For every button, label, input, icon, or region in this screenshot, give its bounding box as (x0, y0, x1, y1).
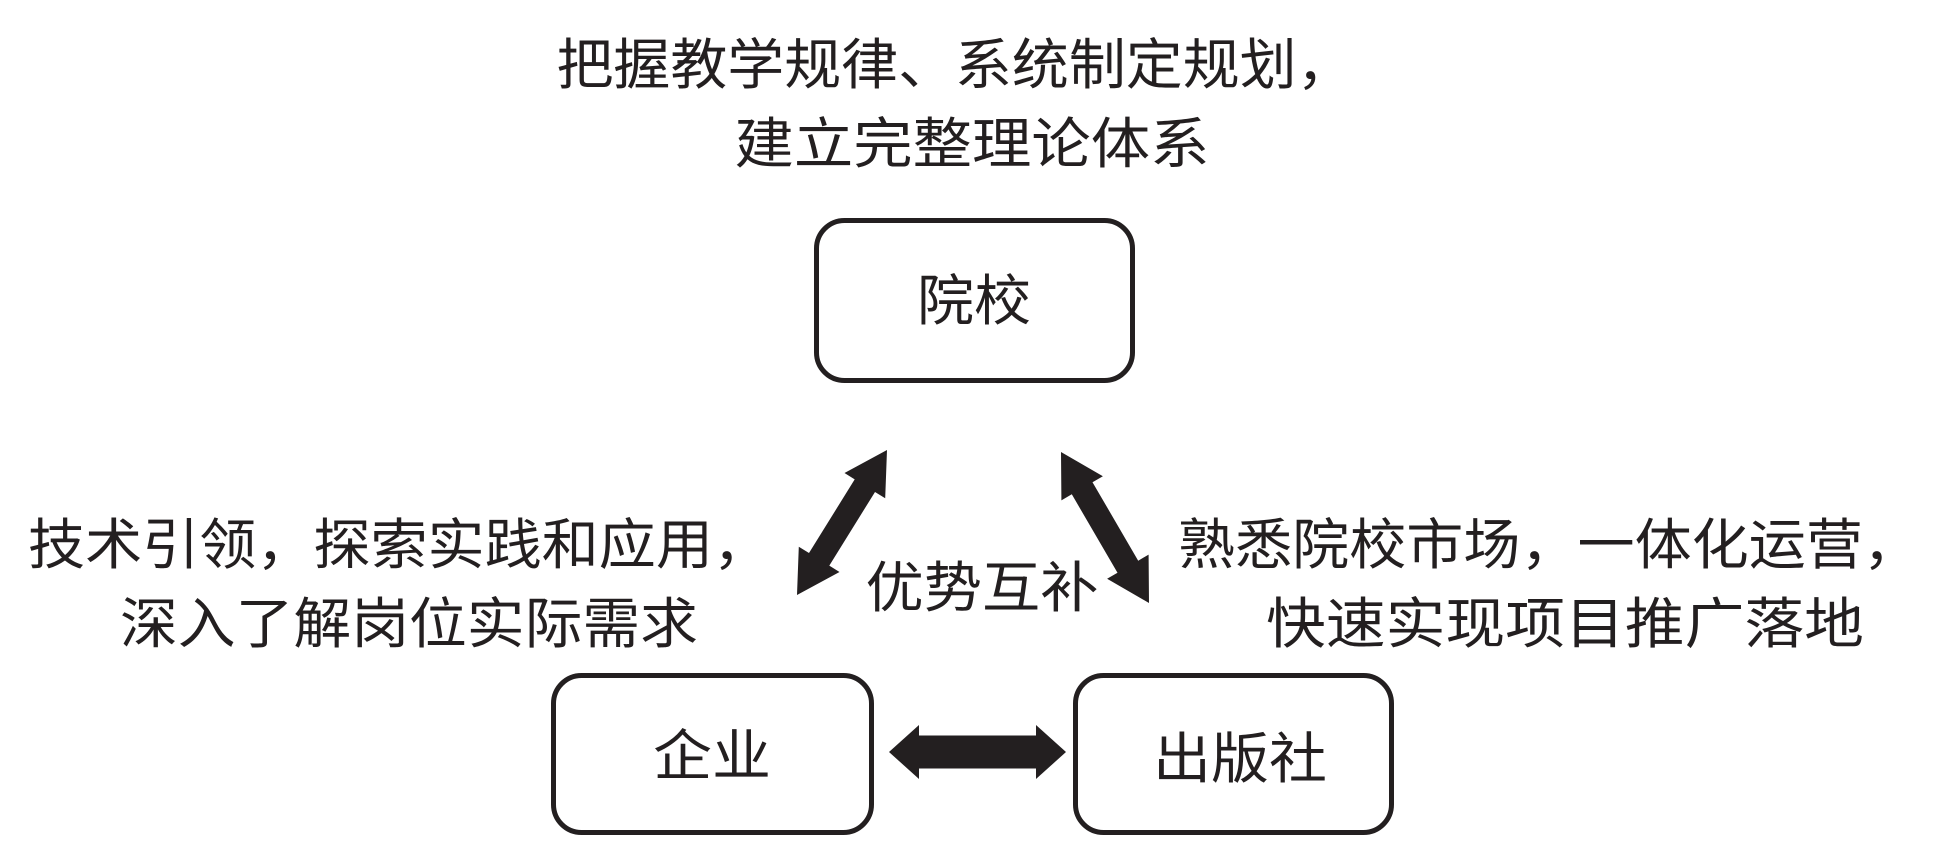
node-enterprise-box (551, 673, 874, 835)
enterprise-annotation: 技术引领，探索实践和应用， 深入了解岗位实际需求 (28, 513, 770, 656)
double-arrow-college-publisher-icon (1061, 452, 1149, 603)
node-college-label: 院校 (917, 269, 1031, 333)
college-annotation: 把握教学规律、系统制定规划， 建立完整理论体系 (557, 33, 1354, 176)
node-publisher-label: 出版社 (1153, 727, 1327, 791)
publisher-annotation: 熟悉院校市场，一体化运营， 快速实现项目推广落地 (1178, 513, 1920, 656)
center-label: 优势互补 (866, 556, 1099, 620)
enterprise-annotation-line-2: 深入了解岗位实际需求 (120, 592, 698, 656)
publisher-annotation-line-1: 熟悉院校市场，一体化运营， (1178, 513, 1920, 577)
double-arrow-enterprise-publisher-icon (889, 725, 1066, 779)
college-annotation-line-2: 建立完整理论体系 (735, 112, 1210, 176)
publisher-annotation-line-2: 快速实现项目推广落地 (1266, 592, 1864, 656)
node-college: 院校 (814, 218, 1135, 383)
node-publisher: 出版社 (1073, 673, 1394, 835)
node-enterprise-label: 企业 (653, 724, 771, 788)
college-annotation-line-1: 把握教学规律、系统制定规划， (557, 33, 1354, 97)
enterprise-annotation-line-1: 技术引领，探索实践和应用， (28, 513, 770, 577)
node-publisher-box (1073, 673, 1394, 835)
double-arrow-college-enterprise-icon (797, 450, 887, 595)
node-enterprise: 企业 (551, 673, 874, 835)
node-college-box (814, 218, 1135, 383)
